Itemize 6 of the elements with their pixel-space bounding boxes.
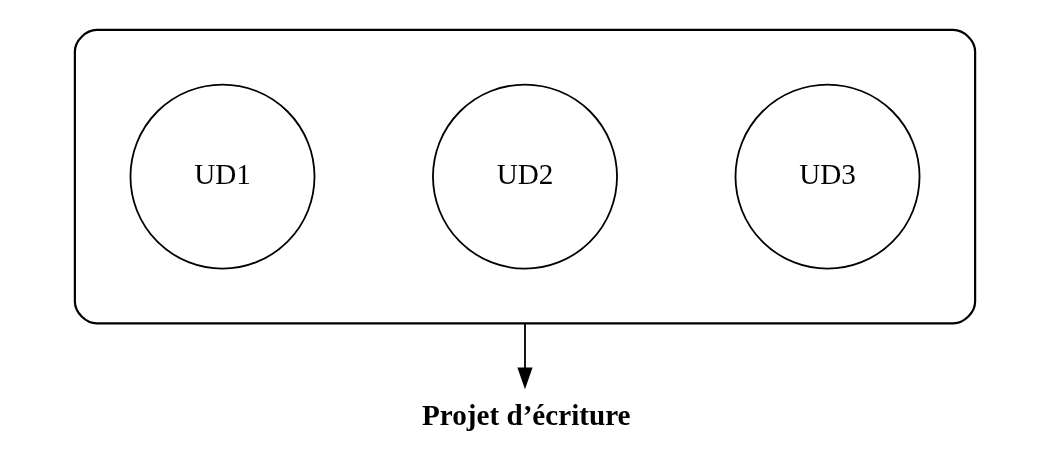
node-circle: UD2 <box>431 83 618 270</box>
arrow <box>516 322 533 390</box>
node-text: Projet d’écriture <box>421 398 630 431</box>
node-circle: UD3 <box>734 83 920 270</box>
cluster <box>73 28 976 325</box>
node-circle: UD1 <box>129 83 315 270</box>
